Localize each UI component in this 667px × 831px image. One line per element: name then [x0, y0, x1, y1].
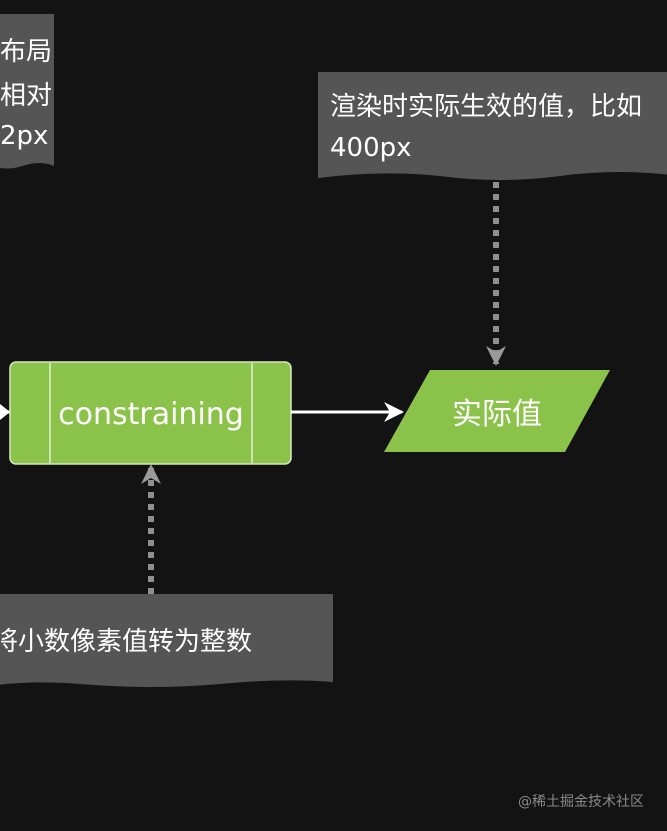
note-top-right-line1: 渲染时实际生效的值，比如: [330, 92, 642, 122]
output-node-shape: [384, 370, 610, 452]
note-bottom: 将小数像素值转为整数: [0, 594, 333, 687]
watermark: @稀土掘金技术社区: [518, 794, 644, 810]
note-top-left-line1: 布局: [0, 37, 52, 67]
note-top-left-shape: [0, 14, 54, 169]
output-node-label: 实际值: [452, 397, 542, 432]
note-bottom-shape: [0, 594, 333, 687]
note-top-right: 渲染时实际生效的值，比如 400px: [318, 72, 667, 180]
note-top-right-line2: 400px: [330, 133, 412, 163]
note-bottom-line1: 将小数像素值转为整数: [0, 627, 252, 657]
note-top-left: 布局 相对 2px: [0, 14, 54, 169]
note-top-right-shape: [318, 72, 667, 180]
process-node-label: constraining: [58, 397, 244, 432]
output-node: 实际值: [384, 370, 610, 452]
incoming-arrow-head: [0, 404, 10, 420]
note-top-left-line3: 2px: [0, 121, 48, 151]
process-node: constraining: [9, 361, 292, 465]
note-top-left-line2: 相对: [0, 81, 52, 111]
